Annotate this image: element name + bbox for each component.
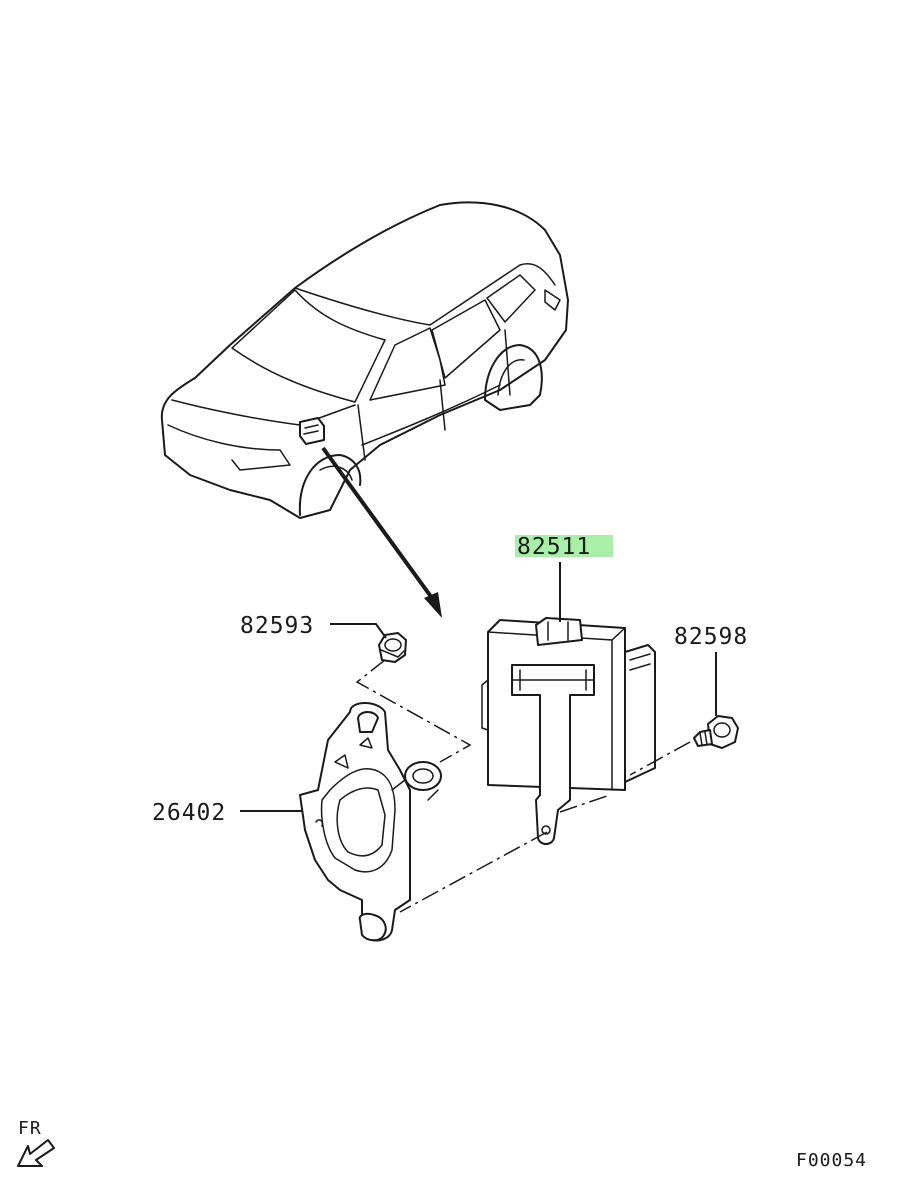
label-26402: 26402	[152, 800, 226, 826]
label-highlight	[515, 535, 613, 557]
front-arrow-icon	[17, 1139, 55, 1167]
assembly-lines	[355, 659, 691, 913]
nut-part	[378, 632, 407, 663]
part-label-bolt: 82598	[674, 624, 748, 716]
front-indicator: FR	[17, 1118, 55, 1167]
part-label-bracket: 26402	[152, 800, 302, 826]
mounting-bracket	[299, 702, 442, 942]
ecu-module	[481, 617, 656, 845]
bolt-part	[693, 715, 739, 749]
vehicle-illustration	[160, 201, 569, 519]
figure-code: F00054	[796, 1150, 867, 1171]
part-label-nut: 82593	[240, 613, 387, 639]
fr-text: FR	[18, 1118, 42, 1139]
part-label-ecu: 82511	[515, 534, 613, 622]
label-82598: 82598	[674, 624, 748, 650]
location-arrow	[321, 446, 442, 618]
label-82593: 82593	[240, 613, 314, 639]
label-82511: 82511	[517, 534, 591, 560]
